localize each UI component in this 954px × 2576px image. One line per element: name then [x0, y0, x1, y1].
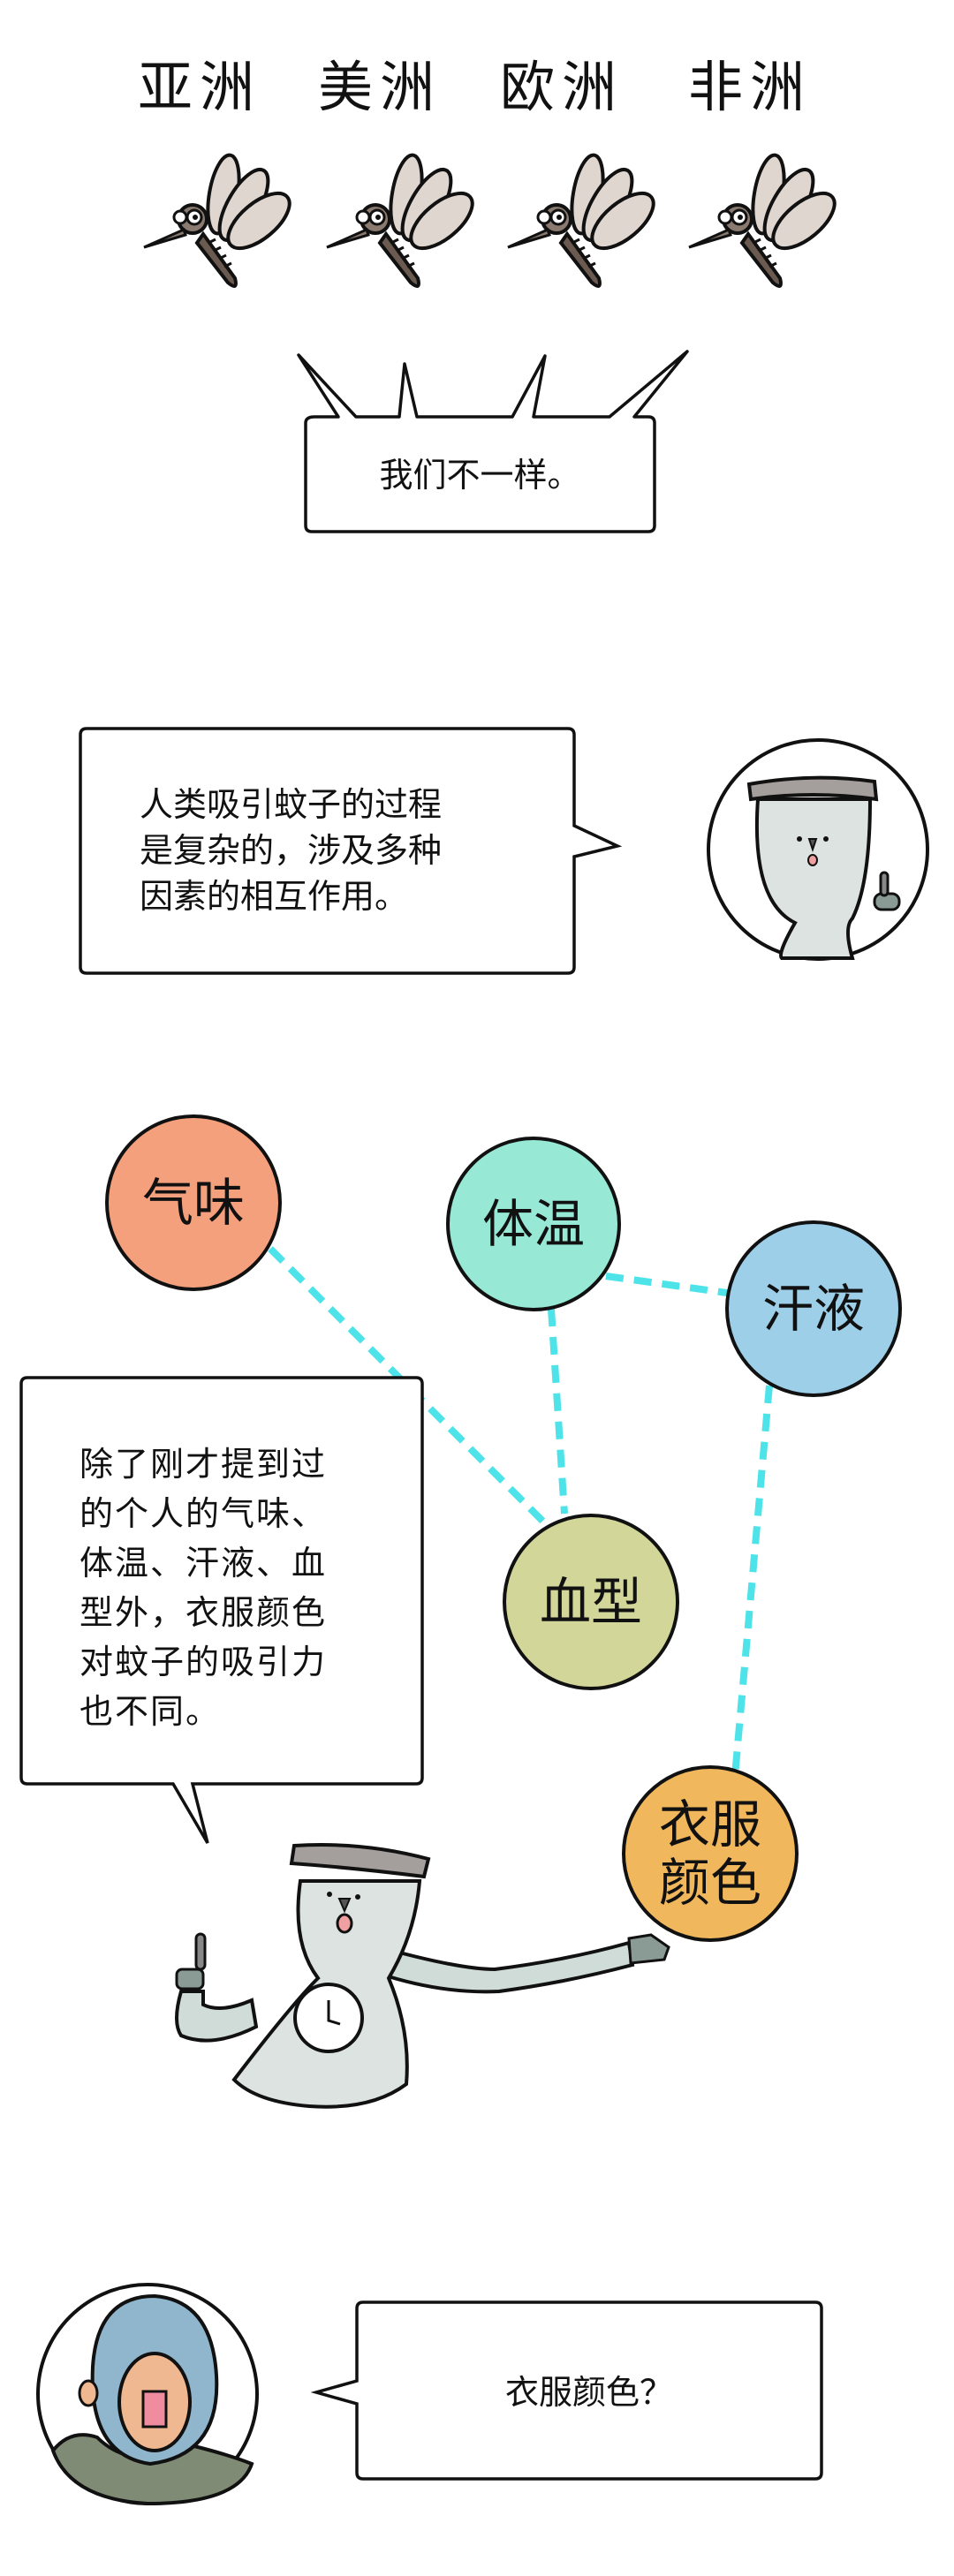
connector-temp-blood [548, 1308, 568, 1515]
speech-line: 因素的相互作用。 [140, 877, 409, 916]
connector-odor-blood [268, 1246, 546, 1524]
speech-line: 型外，衣服颜色 [80, 1593, 328, 1632]
listener-avatar [36, 2283, 259, 2506]
label-america: 美洲 [317, 55, 443, 119]
speech-line: 对蚊子的吸引力 [80, 1643, 328, 1681]
factor-label-odor: 气味 [141, 1173, 246, 1233]
narrator-character [175, 1843, 670, 2109]
connector-temp-sweat [605, 1273, 728, 1296]
factor-circle-temp [446, 1137, 621, 1311]
label-africa: 非洲 [687, 55, 813, 119]
speech-line: 也不同。 [80, 1692, 222, 1731]
speech-bubble-panel4 [310, 2300, 823, 2481]
mosquito-asia [142, 150, 301, 288]
speech-line: 除了刚才提到过 [80, 1445, 328, 1484]
factor-circle-blood [503, 1514, 679, 1690]
speech-panel2: 人类吸引蚊子的过程 是复杂的，涉及多种 因素的相互作用。 [140, 782, 442, 919]
speech-panel4: 衣服颜色？ [504, 2373, 673, 2412]
factor-connectors [268, 1246, 773, 1777]
mosquito-europe [506, 150, 665, 288]
factor-label-line: 衣服 [658, 1794, 762, 1855]
speech-panel1: 我们不一样。 [379, 456, 581, 495]
label-asia: 亚洲 [137, 55, 262, 119]
factor-circle-clothing [622, 1765, 799, 1942]
factor-circle-odor [105, 1114, 282, 1291]
narrator-avatar [707, 738, 929, 961]
speech-panel3: 除了刚才提到过 的个人的气味、 体温、汗液、血 型外，衣服颜色 对蚊子的吸引力 … [80, 1439, 327, 1736]
factor-circle-sweat [725, 1220, 902, 1397]
mosquito-america [325, 150, 484, 288]
speech-line: 体温、汗液、血 [80, 1544, 328, 1583]
factor-label-clothing: 衣服 颜色 [659, 1795, 761, 1912]
speech-line: 人类吸引蚊子的过程 [140, 785, 443, 824]
spiky-speech-bubble [297, 350, 689, 533]
label-europe: 欧洲 [499, 55, 625, 119]
connector-sweat-clothing [731, 1385, 773, 1777]
mosquito-africa [687, 150, 846, 288]
speech-line: 的个人的气味、 [80, 1494, 328, 1533]
factor-label-blood: 血型 [539, 1572, 643, 1632]
speech-line: 是复杂的，涉及多种 [140, 831, 443, 870]
factor-label-line: 颜色 [658, 1853, 762, 1913]
factor-label-sweat: 汗液 [761, 1279, 866, 1339]
factor-label-temp: 体温 [481, 1194, 586, 1254]
speech-bubble-panel2 [79, 727, 623, 975]
speech-bubble-panel3 [19, 1376, 424, 1844]
